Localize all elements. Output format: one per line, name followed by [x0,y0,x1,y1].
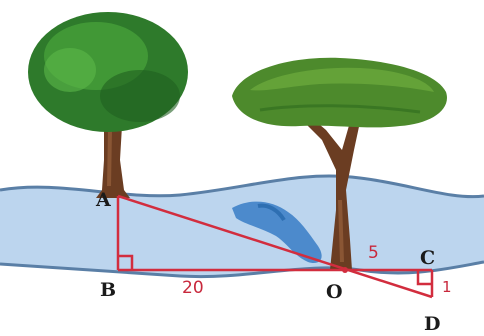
right-angle-B [118,254,134,270]
left-tree-trunk [96,126,130,198]
river [0,174,484,279]
label-A: A [95,189,111,211]
right-angle-C [416,270,432,286]
length-CD: 1 [442,278,452,296]
similar-triangles [116,194,434,299]
length-OC: 5 [368,243,379,263]
segment-AD [117,194,433,299]
left-tree [28,12,188,198]
water-reflection [232,201,322,264]
point-O-dot [342,267,348,273]
right-tree [232,57,447,270]
right-tree-trunk [296,108,360,270]
label-C: C [420,247,435,269]
length-BO: 20 [182,278,204,298]
label-B: B [100,279,116,301]
label-O: O [326,281,343,303]
label-D: D [424,313,440,335]
